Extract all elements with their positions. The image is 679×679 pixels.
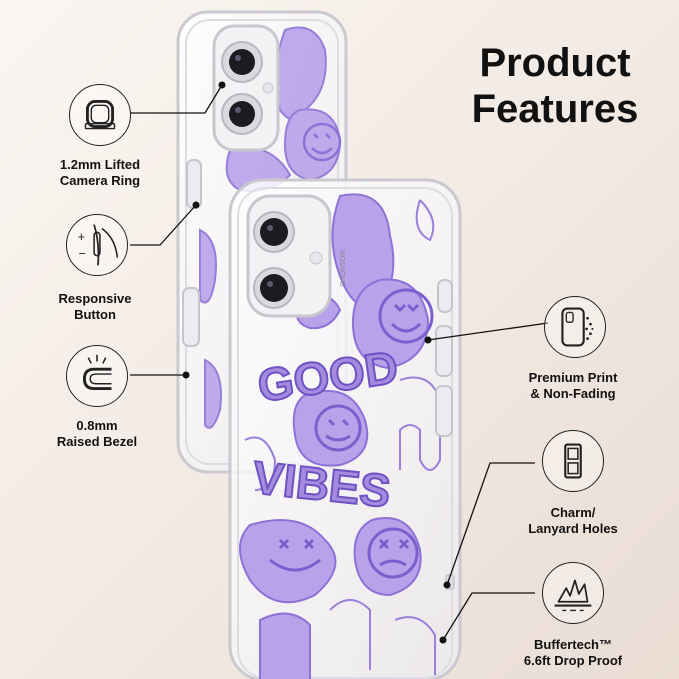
page-title: Product Features [440,40,670,132]
back-phone-smiley [302,122,342,162]
front-volume-up-button [435,325,453,377]
brand-mark: MOSNOVO [338,250,345,287]
feature-line: Premium Print [528,370,618,385]
button-icon: + − [66,214,128,276]
back-camera-module [212,24,280,152]
front-camera-module [246,194,332,318]
callout-dots [182,81,451,644]
feature-line: Buffertech™ [533,637,612,652]
print-icon [544,296,606,358]
feature-line: 6.6ft Drop Proof [523,653,623,668]
feature-line: Lanyard Holes [528,521,618,536]
callout-lines [130,84,549,641]
feature-line: 1.2mm Lifted [59,157,141,172]
bezel-icon [66,345,128,407]
feature-label-button: Responsive Button [35,291,155,323]
lanyard-holes-icon [542,430,604,492]
camera-ring-icon [69,84,131,146]
front-phone-case: GOOD VIBES MOSNOVO [228,178,462,679]
front-volume-down-button [435,385,453,437]
title-line-2: Features [471,87,639,131]
feature-line: Raised Bezel [56,434,138,449]
feature-line: Charm/ [550,505,596,520]
feature-label-bezel: 0.8mm Raised Bezel [37,418,157,450]
feature-label-drop-proof: Buffertech™ 6.6ft Drop Proof [513,637,633,669]
feature-line: Camera Ring [59,173,141,188]
feature-label-camera-ring: 1.2mm Lifted Camera Ring [40,157,160,189]
back-side-button [182,287,200,347]
feature-label-lanyard: Charm/ Lanyard Holes [513,505,633,537]
front-phone-smileys [269,288,434,579]
front-action-button [437,279,453,313]
title-line-1: Product [479,41,631,85]
feature-label-print: Premium Print & Non-Fading [513,370,633,402]
svg-text:−: − [79,247,86,261]
feature-line: & Non-Fading [530,386,616,401]
front-phone-doodles [244,199,441,675]
back-volume-button [186,159,202,209]
svg-text:+: + [78,230,85,244]
feature-line: Responsive [58,291,132,306]
drop-proof-icon [542,562,604,624]
feature-line: 0.8mm [76,418,118,433]
feature-line: Button [74,307,116,322]
